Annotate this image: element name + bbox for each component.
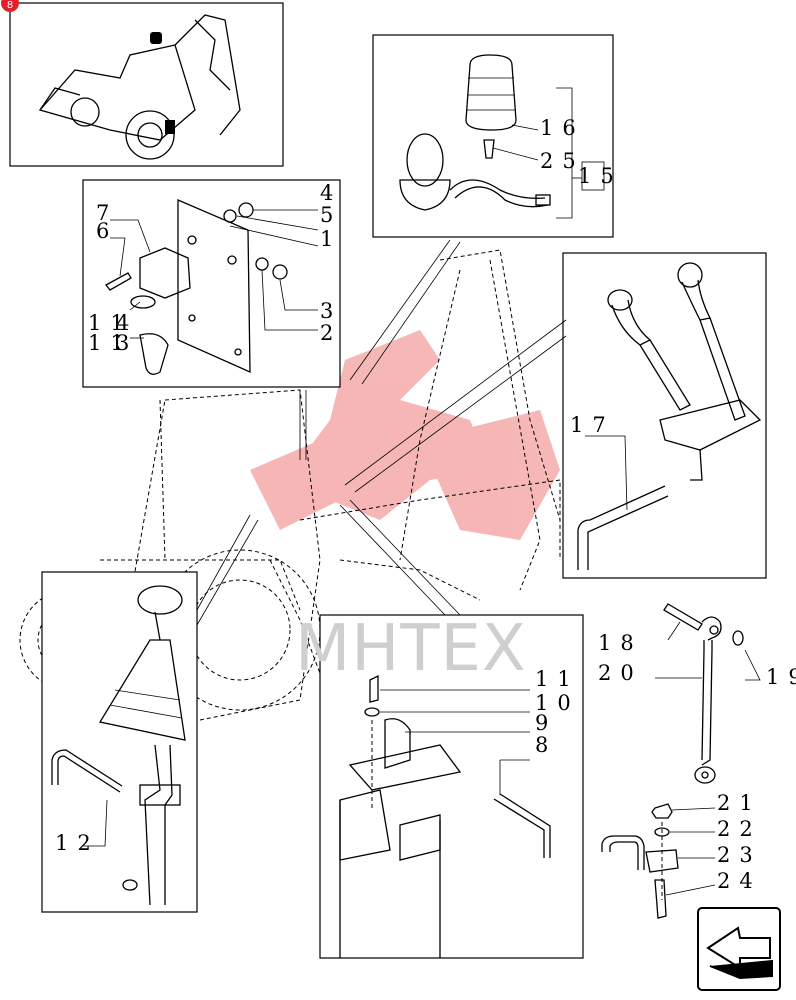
callout-3: 3 bbox=[320, 299, 342, 323]
callout-4: 4 bbox=[320, 181, 342, 205]
callout-7: 7 bbox=[96, 201, 118, 225]
badge-icon bbox=[1, 0, 19, 12]
thumbnail-panel: 8 bbox=[1, 0, 284, 167]
hook-bracket-parts: 21 22 23 24 bbox=[601, 791, 762, 919]
bracket-panel: 11 10 9 8 bbox=[319, 614, 584, 959]
callout-1: 1 bbox=[320, 227, 342, 251]
callout-18: 18 bbox=[598, 631, 643, 655]
corner-badge: 8 bbox=[7, 0, 13, 11]
callout-20: 20 bbox=[598, 661, 643, 685]
control-levers-panel: 17 bbox=[562, 252, 767, 579]
callout-3-b: 3 bbox=[116, 331, 138, 355]
ground-strap-parts: 18 20 19 bbox=[598, 603, 796, 784]
watermark-stamp bbox=[250, 330, 560, 540]
callout-12: 12 bbox=[55, 831, 100, 855]
callout-6: 6 bbox=[96, 219, 118, 243]
callout-19: 19 bbox=[766, 665, 796, 689]
callout-25: 25 bbox=[540, 149, 585, 173]
lamp-plate-panel: 4 5 1 3 2 7 6 11 4 11 3 bbox=[82, 179, 342, 388]
callout-9: 9 bbox=[535, 711, 557, 735]
pointer-arrows bbox=[196, 239, 567, 626]
callout-21: 21 bbox=[717, 791, 762, 815]
callout-24: 24 bbox=[717, 869, 762, 893]
callout-11-b: 11 bbox=[88, 331, 133, 355]
callout-4-b: 4 bbox=[116, 311, 138, 335]
callout-11-c: 11 bbox=[535, 667, 580, 691]
callout-8: 8 bbox=[535, 733, 557, 757]
callout-16: 16 bbox=[540, 116, 585, 140]
callout-11-a: 11 bbox=[88, 311, 133, 335]
callout-10: 10 bbox=[535, 691, 580, 715]
joystick-panel: 12 bbox=[41, 571, 198, 913]
callout-15: 15 bbox=[578, 164, 623, 188]
arrow-left-icon bbox=[706, 926, 773, 980]
callout-5: 5 bbox=[320, 203, 342, 227]
callout-22: 22 bbox=[717, 817, 762, 841]
watermark-text: МНТЕХ bbox=[295, 612, 527, 686]
callout-17: 17 bbox=[570, 413, 615, 437]
callout-2: 2 bbox=[320, 321, 342, 345]
beacon-panel: 16 25 15 bbox=[372, 34, 623, 238]
callout-23: 23 bbox=[717, 843, 762, 867]
nav-arrow-button[interactable] bbox=[697, 907, 781, 991]
